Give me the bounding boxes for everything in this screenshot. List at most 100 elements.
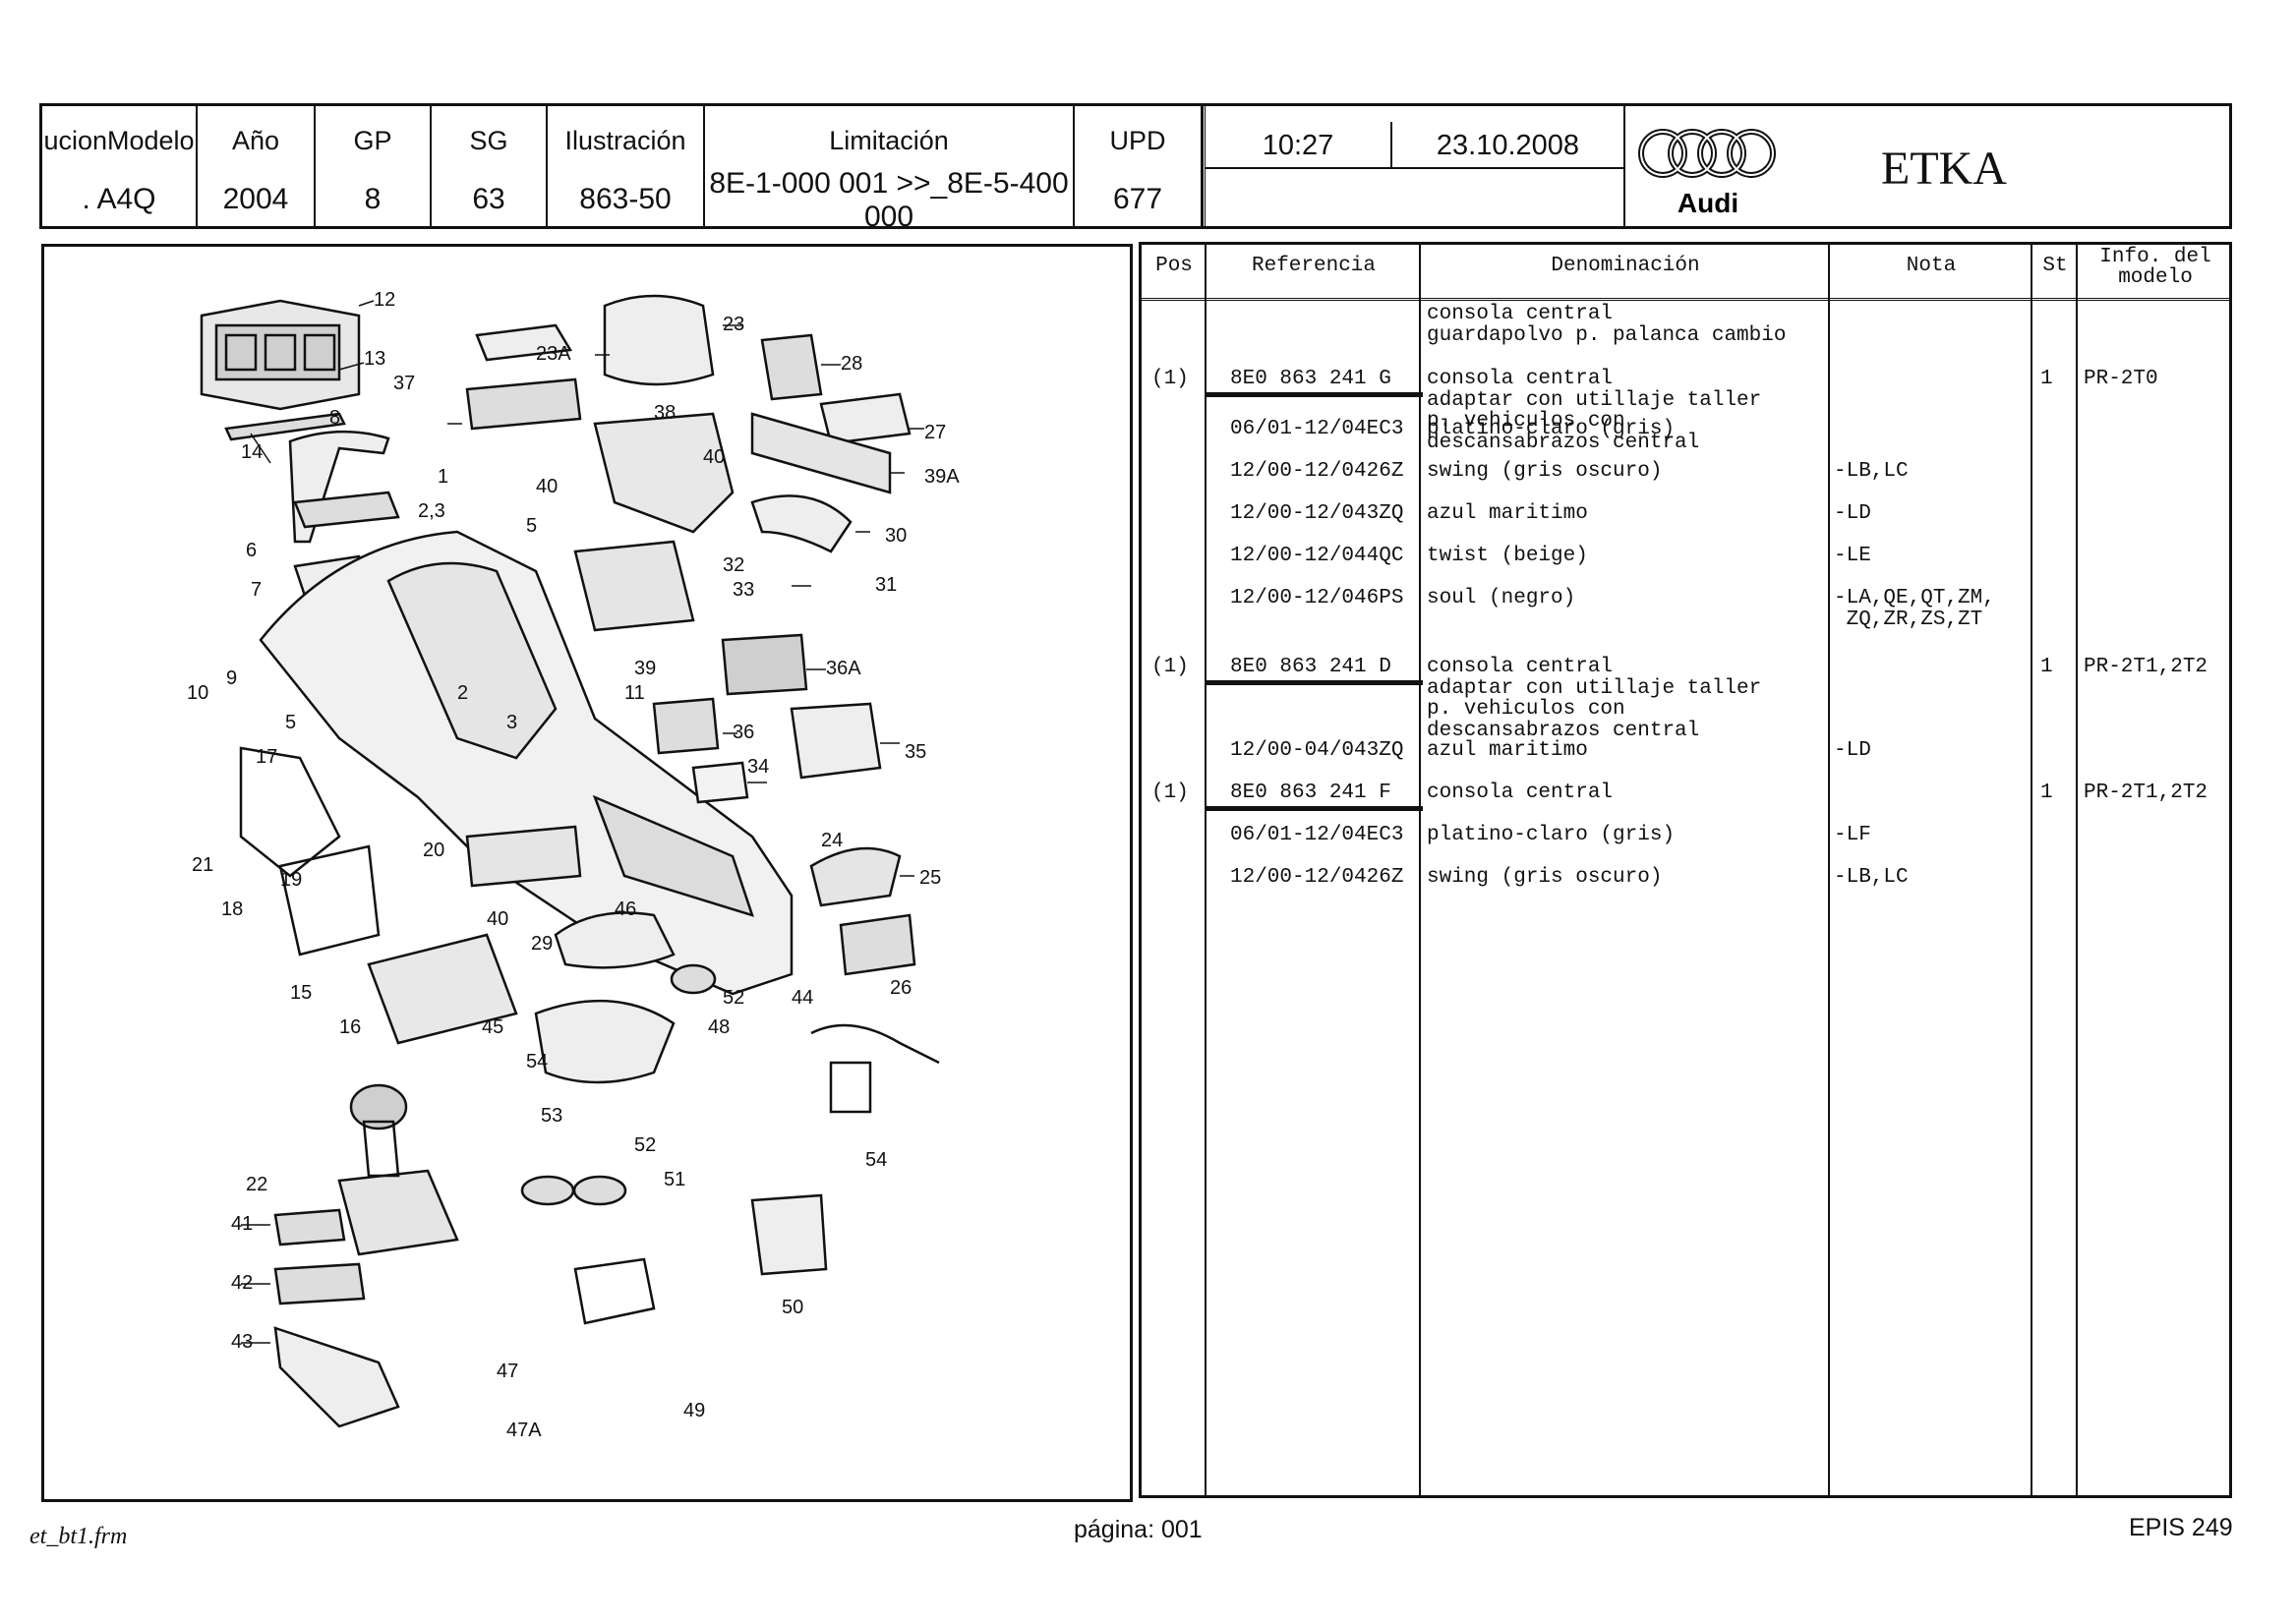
header-col-gp: GP 8 (316, 106, 432, 226)
callout-10: 10 (187, 682, 208, 704)
audi-logo: Audi (1635, 118, 1783, 221)
cell-nota: -LB,LC (1834, 460, 1909, 483)
callout-39A: 39A (924, 466, 960, 488)
cell-nota: -LD (1834, 739, 1871, 762)
cell-referencia: 8E0 863 241 D (1230, 656, 1391, 678)
cell-denominacion: consola central (1427, 782, 1614, 804)
callout-45: 45 (482, 1016, 503, 1038)
col-nota (1830, 245, 2032, 1495)
callout-40: 40 (703, 446, 725, 468)
callout-2: 2 (457, 682, 468, 704)
form-filename: et_bt1.frm (29, 1524, 128, 1549)
callout-35: 35 (905, 741, 926, 763)
callout-24: 24 (821, 830, 843, 851)
header-value: 8E-1-000 001 >>_8E-5-400 000 (709, 167, 1069, 233)
cell-pos: (1) (1151, 782, 1189, 804)
print-date: 23.10.2008 (1392, 122, 1623, 169)
callout-9: 9 (226, 667, 237, 689)
callout-36: 36 (733, 722, 754, 743)
callout-48: 48 (708, 1016, 730, 1038)
cell-denominacion: consola central guardapolvo p. palanca c… (1427, 303, 1787, 347)
th-st: St (2042, 255, 2068, 277)
header-label: Limitación (829, 126, 949, 155)
callout-53: 53 (541, 1105, 562, 1127)
callout-23: 23 (723, 314, 744, 335)
header-col-ilustracion: Ilustración 863-50 (548, 106, 705, 226)
callout-47A: 47A (506, 1420, 542, 1441)
callout-31: 31 (875, 574, 897, 596)
parts-illustration: 12138143723A2328382739A404012,3567303231… (187, 289, 960, 1441)
timestamp-box: 10:27 23.10.2008 (1203, 106, 1625, 226)
parts-table: Pos Referencia Denominación Nota St Info… (1139, 242, 2232, 1498)
cell-denominacion: azul maritimo (1427, 502, 1588, 525)
cell-denominacion: platino-claro (gris) (1427, 418, 1676, 440)
header-label: ucionModelo (43, 126, 195, 155)
callout-46: 46 (615, 898, 636, 920)
print-time: 10:27 (1206, 122, 1392, 169)
col-denominacion (1421, 245, 1830, 1495)
callout-13: 13 (364, 348, 385, 370)
cell-nota: -LD (1834, 502, 1871, 525)
reference-underline (1205, 680, 1423, 685)
reference-underline (1205, 392, 1423, 397)
cell-referencia: 12/00-12/043ZQ (1230, 502, 1404, 525)
cell-nota: -LF (1834, 824, 1871, 846)
header-value: . A4Q (82, 183, 156, 215)
cell-referencia: 12/00-12/044QC (1230, 545, 1404, 567)
callout-28: 28 (841, 353, 862, 375)
header-col-upd: UPD 677 (1075, 106, 1203, 226)
callout-39: 39 (634, 658, 656, 679)
callout-40: 40 (536, 476, 558, 497)
callout-30: 30 (885, 525, 907, 547)
callout-38: 38 (654, 402, 676, 424)
callout-17: 17 (256, 746, 277, 768)
th-pos: Pos (1155, 255, 1193, 277)
callout-11: 11 (624, 682, 645, 704)
callout-16: 16 (339, 1016, 361, 1038)
callout-12: 12 (374, 289, 395, 311)
header-bar: ucionModelo . A4Q Año 2004 GP 8 SG 63 Il… (39, 103, 2232, 233)
header-value: 2004 (222, 183, 289, 215)
table-header: Pos Referencia Denominación Nota St Info… (1142, 245, 2229, 301)
callout-23A: 23A (536, 343, 571, 365)
cell-denominacion: soul (negro) (1427, 587, 1576, 609)
callout-2-3: 2,3 (418, 500, 445, 522)
header-value: 677 (1112, 183, 1163, 215)
cell-referencia: 06/01-12/04EC3 (1230, 824, 1404, 846)
callout-52: 52 (723, 987, 744, 1009)
callout-34: 34 (747, 756, 769, 778)
callout-labels: 12138143723A2328382739A404012,3567303231… (187, 289, 960, 1441)
header-label: GP (353, 126, 392, 155)
cell-info: PR-2T1,2T2 (2084, 656, 2208, 678)
callout-41: 41 (231, 1213, 253, 1235)
callout-18: 18 (221, 898, 243, 920)
callout-29: 29 (531, 933, 553, 955)
cell-referencia: 12/00-12/0426Z (1230, 460, 1404, 483)
cell-nota: -LB,LC (1834, 866, 1909, 889)
callout-40: 40 (487, 908, 508, 930)
callout-42: 42 (231, 1272, 253, 1294)
col-pos (1142, 245, 1207, 1495)
callout-25: 25 (919, 867, 941, 889)
cell-info: PR-2T0 (2084, 368, 2158, 390)
cell-denominacion: swing (gris oscuro) (1427, 866, 1663, 889)
cell-referencia: 12/00-12/046PS (1230, 587, 1404, 609)
header-value: 63 (472, 183, 505, 215)
callout-50: 50 (782, 1297, 803, 1318)
callout-19: 19 (280, 869, 302, 891)
cell-referencia: 12/00-04/043ZQ (1230, 739, 1404, 762)
callout-20: 20 (423, 840, 444, 861)
header-col-ano: Año 2004 (198, 106, 316, 226)
callout-43: 43 (231, 1331, 253, 1353)
cell-st: 1 (2040, 656, 2053, 678)
page-number: página: 001 (1074, 1516, 1203, 1543)
callout-37: 37 (393, 373, 415, 394)
app-title: ETKA (1881, 143, 2007, 195)
cell-referencia: 12/00-12/0426Z (1230, 866, 1404, 889)
cell-referencia: 06/01-12/04EC3 (1230, 418, 1404, 440)
callout-32: 32 (723, 554, 744, 576)
cell-denominacion: platino-claro (gris) (1427, 824, 1676, 846)
callout-7: 7 (251, 579, 262, 601)
callout-52: 52 (634, 1134, 656, 1156)
